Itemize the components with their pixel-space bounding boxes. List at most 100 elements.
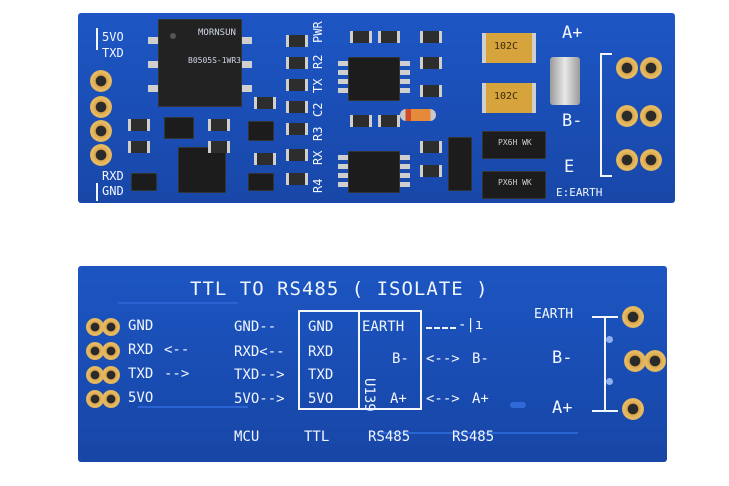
bottom-pcb: TTL TO RS485 ( ISOLATE ) GND RXD TXD 5VO… [78, 266, 667, 462]
tant-marking: 102C [494, 41, 519, 52]
terminal-pad-a1 [616, 57, 638, 79]
rs485-b: B- [392, 351, 409, 367]
resistor [286, 173, 308, 185]
via [510, 402, 526, 408]
isolator-ic [348, 151, 400, 193]
ic-pins-right [400, 155, 410, 189]
rs485-transceiver-ic [348, 57, 400, 101]
label-a-plus: A+ [562, 23, 583, 43]
footer-ttl: TTL [304, 429, 330, 445]
ic-pins-right [400, 61, 410, 97]
mcu-gnd: GND-- [234, 319, 277, 335]
label-b-minus: B- [562, 111, 583, 131]
rs485-earth: EARTH [362, 319, 405, 335]
resistor [286, 123, 308, 135]
resistor [128, 119, 150, 131]
resistor [420, 57, 442, 69]
label-tx: TX [311, 78, 325, 93]
label-e: E [564, 157, 575, 177]
glass-diode [400, 109, 436, 121]
silk-terminal-frame-top [600, 53, 612, 55]
terminal-pad-e2 [640, 149, 662, 171]
terminal-pad-a2 [640, 57, 662, 79]
ref-designator: U139 [361, 378, 377, 412]
label-rxd: RXD [102, 169, 124, 183]
resistor [378, 115, 400, 127]
header-pad-4 [90, 144, 112, 166]
resistor [208, 119, 230, 131]
ttl-gnd: GND [308, 319, 334, 335]
term-label-earth: EARTH [534, 307, 574, 322]
board-title: TTL TO RS485 ( ISOLATE ) [190, 278, 489, 300]
label-r4: R4 [311, 178, 325, 193]
pin-pad-txd-2 [102, 366, 120, 384]
ic-pins-left [338, 61, 348, 97]
pin-label-txd: TXD [128, 366, 154, 382]
diode-marking: PX6H WK [498, 178, 532, 187]
arrow-a: <--> [426, 391, 460, 407]
label-c2: C2 [311, 102, 325, 117]
out-b: B- [472, 351, 489, 367]
label-gnd: GND [102, 184, 124, 198]
pin-pad-txd-1 [86, 366, 104, 384]
silk-term-frame [604, 316, 606, 412]
rs485-a: A+ [390, 391, 407, 407]
out-a: A+ [472, 391, 489, 407]
pin-pad-5vo-2 [102, 390, 120, 408]
term-label-b: B- [552, 348, 573, 368]
label-5vo: 5VO [102, 30, 124, 44]
module-pin [148, 37, 158, 44]
arrow-rxd-in: <-- [164, 342, 190, 358]
sot-transistor [164, 117, 194, 139]
pin-pad-gnd-1 [86, 318, 104, 336]
term-pad-b2 [644, 350, 666, 372]
sot-transistor [248, 121, 274, 141]
optocoupler-ic [178, 147, 226, 193]
pin-pad-gnd-2 [102, 318, 120, 336]
resistor [208, 141, 230, 153]
trace [138, 406, 248, 408]
module-pin [242, 37, 252, 44]
diode-marking: PX6H WK [498, 138, 532, 147]
isolated-dc-dc-module: MORNSUN B0505S-1WR3 [158, 19, 242, 107]
term-label-a: A+ [552, 398, 573, 418]
tvs-diode: PX6H WK [482, 171, 546, 199]
pin-label-gnd: GND [128, 318, 154, 334]
led [286, 35, 308, 47]
gdt-cap [550, 57, 580, 105]
sot-transistor [248, 173, 274, 191]
pin-label-rxd: RXD [128, 342, 154, 358]
tvs-diode: PX6H WK [482, 131, 546, 159]
module-pin [148, 61, 158, 68]
silk-terminal-frame-bottom [600, 175, 612, 177]
ttl-5vo: 5VO [308, 391, 334, 407]
label-earth-legend: E:EARTH [556, 186, 603, 199]
header-pad-2 [90, 96, 112, 118]
resistor [254, 97, 276, 109]
earth-ground-symbol: -|ı [458, 317, 484, 333]
resistor [254, 153, 276, 165]
header-pad-3 [90, 120, 112, 142]
module-pin [242, 85, 252, 92]
silk-bracket-left [96, 28, 98, 50]
module-pin [242, 61, 252, 68]
label-r2: R2 [311, 54, 325, 69]
resistor [350, 115, 372, 127]
sot-transistor [131, 173, 157, 191]
pin-pad-rxd-1 [86, 342, 104, 360]
pin-label-5vo: 5VO [128, 390, 154, 406]
via [606, 378, 613, 385]
resistor [286, 57, 308, 69]
resistor [420, 141, 442, 153]
capacitor [350, 31, 372, 43]
pin-pad-rxd-2 [102, 342, 120, 360]
mcu-5vo: 5VO--> [234, 391, 285, 407]
silk-terminal-frame [600, 53, 602, 177]
terminal-pad-b2 [640, 105, 662, 127]
terminal-pad-e1 [616, 149, 638, 171]
pin-pad-5vo-1 [86, 390, 104, 408]
led [286, 79, 308, 91]
rs485-box [358, 310, 422, 410]
resistor [420, 31, 442, 43]
top-pcb: 5VO TXD RXD GND MORNSUN B0505S-1WR3 PWR … [78, 13, 675, 203]
